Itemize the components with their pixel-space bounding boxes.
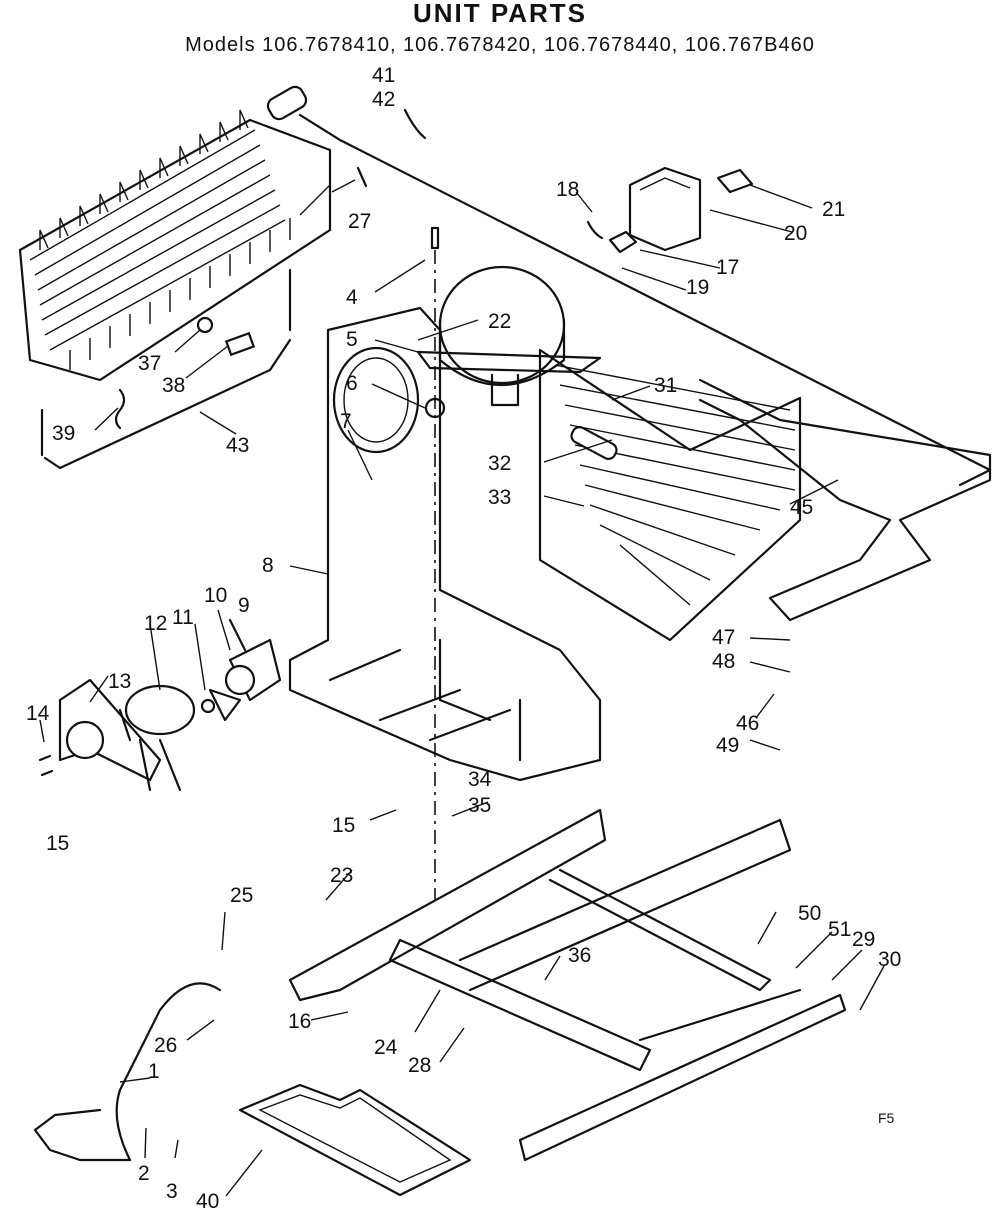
callout-24: 24 [374,1036,398,1059]
callout-31: 31 [654,374,677,397]
drain-tube [43,338,292,470]
relay-cover [586,166,754,254]
fan-motor [58,618,282,792]
callout-9: 9 [238,594,250,617]
callout-46: 46 [736,712,759,735]
callout-45: 45 [790,496,813,519]
base-frame [288,808,847,1162]
callout-38: 38 [162,374,185,397]
callout-13: 13 [108,670,131,693]
callout-14: 14 [26,702,50,725]
callout-26: 26 [154,1034,177,1057]
callout-6: 6 [346,372,358,395]
callout-47: 47 [712,626,735,649]
callout-16: 16 [288,1010,311,1033]
callout-8: 8 [262,554,274,577]
models-line: Models 106.7678410, 106.7678420, 106.767… [185,34,815,56]
callout-48: 48 [712,650,735,673]
callout-23: 23 [330,864,353,887]
callout-49: 49 [716,734,739,757]
callout-41: 41 [372,64,395,87]
callout-50: 50 [798,902,821,925]
callout-labels: 1 2 3 4 5 6 7 8 9 10 11 12 13 14 15 15 1… [26,64,901,1213]
callout-43: 43 [226,434,249,457]
callout-42: 42 [372,88,395,111]
callout-34: 34 [468,768,492,791]
defrost-heater [698,378,992,622]
callout-21: 21 [822,198,845,221]
callout-51: 51 [828,918,851,941]
callout-36: 36 [568,944,591,967]
callout-17: 17 [716,256,739,279]
callout-28: 28 [408,1054,431,1077]
callout-11: 11 [172,606,194,629]
callout-35: 35 [468,794,491,817]
callout-10: 10 [204,584,227,607]
evaporator-coil [18,85,992,487]
callout-39: 39 [52,422,75,445]
callout-12: 12 [144,612,167,635]
callout-7: 7 [340,410,352,433]
page-title: UNIT PARTS [412,0,588,28]
callout-5: 5 [346,328,358,351]
callout-3: 3 [166,1180,178,1203]
callout-29: 29 [852,928,875,951]
callout-19: 19 [686,276,709,299]
callout-25: 25 [230,884,253,907]
callout-27: 27 [348,210,371,233]
callout-15: 15 [332,814,355,837]
fan-bracket [288,306,602,782]
figure-code: F5 [878,1110,895,1126]
callout-1: 1 [148,1060,160,1083]
callout-18: 18 [556,178,579,201]
callout-22: 22 [488,310,511,333]
callout-33: 33 [488,486,511,509]
callout-15b: 15 [46,832,69,855]
callout-32: 32 [488,452,511,475]
callout-40: 40 [196,1190,219,1213]
drain-pan [238,1083,472,1197]
callout-30: 30 [878,948,901,971]
power-cord [33,982,222,1162]
callout-2: 2 [138,1162,150,1185]
callout-4: 4 [346,286,358,309]
callout-20: 20 [784,222,807,245]
compressor [416,226,602,900]
condenser-coil [538,348,802,642]
callout-37: 37 [138,352,161,375]
